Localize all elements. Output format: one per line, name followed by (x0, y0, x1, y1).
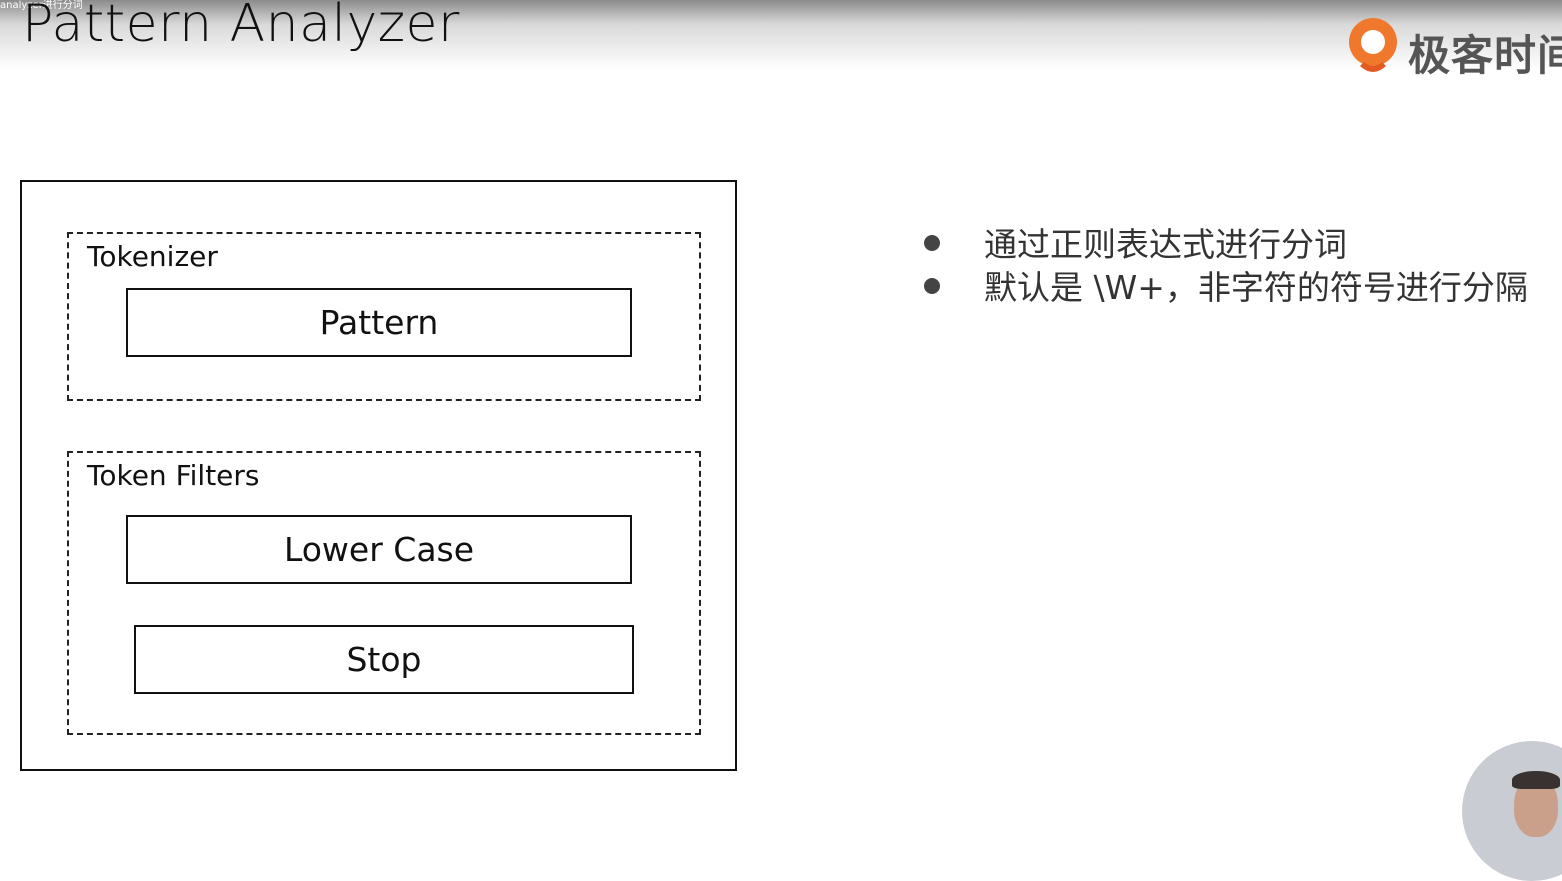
video-caption: analyzer进行分词 (0, 0, 83, 11)
presenter-webcam (1462, 741, 1562, 881)
bullet-dot-icon (924, 235, 940, 251)
bullet-text: 默认是 \W+，非字符的符号进行分隔 (984, 268, 1528, 307)
lowercase-filter-box: Lower Case (126, 515, 632, 584)
tokenizer-label: Tokenizer (87, 240, 218, 273)
geektime-logo: 极客时间 (1346, 14, 1562, 78)
bullet-list: 通过正则表达式进行分词 默认是 \W+，非字符的符号进行分隔 (922, 218, 1562, 307)
title-bar-shade (0, 0, 1562, 70)
bullet-item: 通过正则表达式进行分词 (922, 218, 1562, 264)
token-filters-section (67, 451, 701, 735)
presenter-hair (1512, 771, 1560, 789)
stop-filter-box: Stop (134, 625, 634, 694)
geektime-logo-icon (1349, 18, 1397, 72)
token-filters-label: Token Filters (87, 459, 260, 492)
bullet-text: 通过正则表达式进行分词 (984, 225, 1347, 264)
slide-title: Pattern Analyzer (22, 0, 460, 54)
tokenizer-section (67, 232, 701, 401)
bullet-item: 默认是 \W+，非字符的符号进行分隔 (922, 261, 1562, 307)
pattern-tokenizer-box: Pattern (126, 288, 632, 357)
bullet-dot-icon (924, 278, 940, 294)
analyzer-frame (20, 180, 737, 771)
geektime-logo-text: 极客时间 (1408, 31, 1562, 78)
